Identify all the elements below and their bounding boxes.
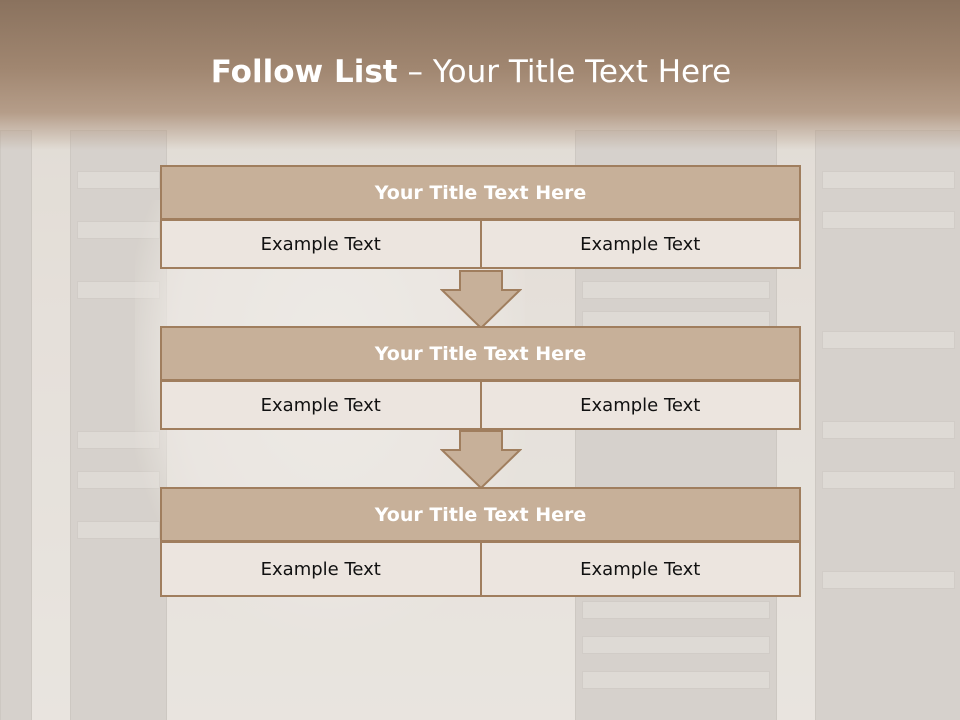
block-cell-right: Example Text [479,219,801,269]
list-block-1: Your Title Text Here Example Text Exampl… [160,165,801,269]
block-cell-left: Example Text [160,380,482,430]
list-block-2: Your Title Text Here Example Text Exampl… [160,326,801,430]
block-cell-right: Example Text [479,541,801,597]
block-cell-right: Example Text [479,380,801,430]
block-cell-left: Example Text [160,219,482,269]
down-arrow-icon [440,270,522,330]
block-cell-left: Example Text [160,541,482,597]
block-title: Your Title Text Here [160,487,801,542]
list-block-3: Your Title Text Here Example Text Exampl… [160,487,801,597]
block-title: Your Title Text Here [160,165,801,220]
slide-title-bold: Follow List [210,54,398,90]
down-arrow-icon [440,430,522,490]
slide-title-rest: – Your Title Text Here [407,54,732,90]
slide-title: Follow List – Your Title Text Here [0,54,942,90]
header-band [0,0,960,150]
block-title: Your Title Text Here [160,326,801,381]
